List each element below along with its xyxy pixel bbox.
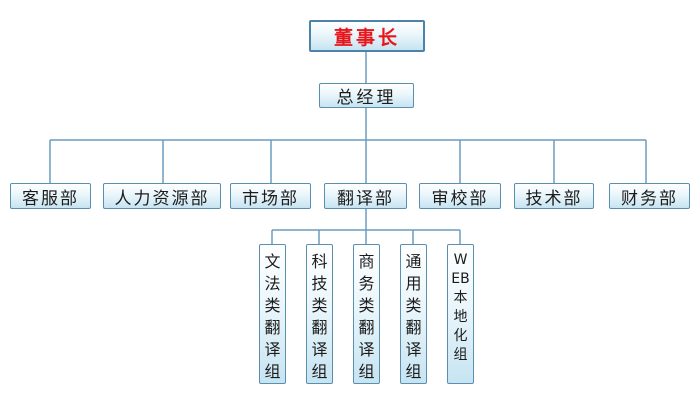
dept-marketing: 市场部 <box>230 183 311 209</box>
dept-finance: 财务部 <box>609 183 690 209</box>
dept-translation: 翻译部 <box>324 183 407 209</box>
dept-customer-service: 客服部 <box>10 183 91 209</box>
dept-human-resources: 人力资源部 <box>103 183 221 209</box>
chairman-box: 董事长 <box>309 20 425 52</box>
group-web-localization: WEB本地化组 <box>447 244 474 384</box>
group-grammar-translation: 文法类翻译组 <box>259 244 286 384</box>
group-general-translation: 通用类翻译组 <box>400 244 427 384</box>
group-business-translation: 商务类翻译组 <box>353 244 380 384</box>
dept-technology: 技术部 <box>514 183 594 209</box>
general-manager-box: 总经理 <box>319 83 414 108</box>
group-science-tech-translation: 科技类翻译组 <box>306 244 333 384</box>
dept-proofreading: 审校部 <box>419 183 501 209</box>
